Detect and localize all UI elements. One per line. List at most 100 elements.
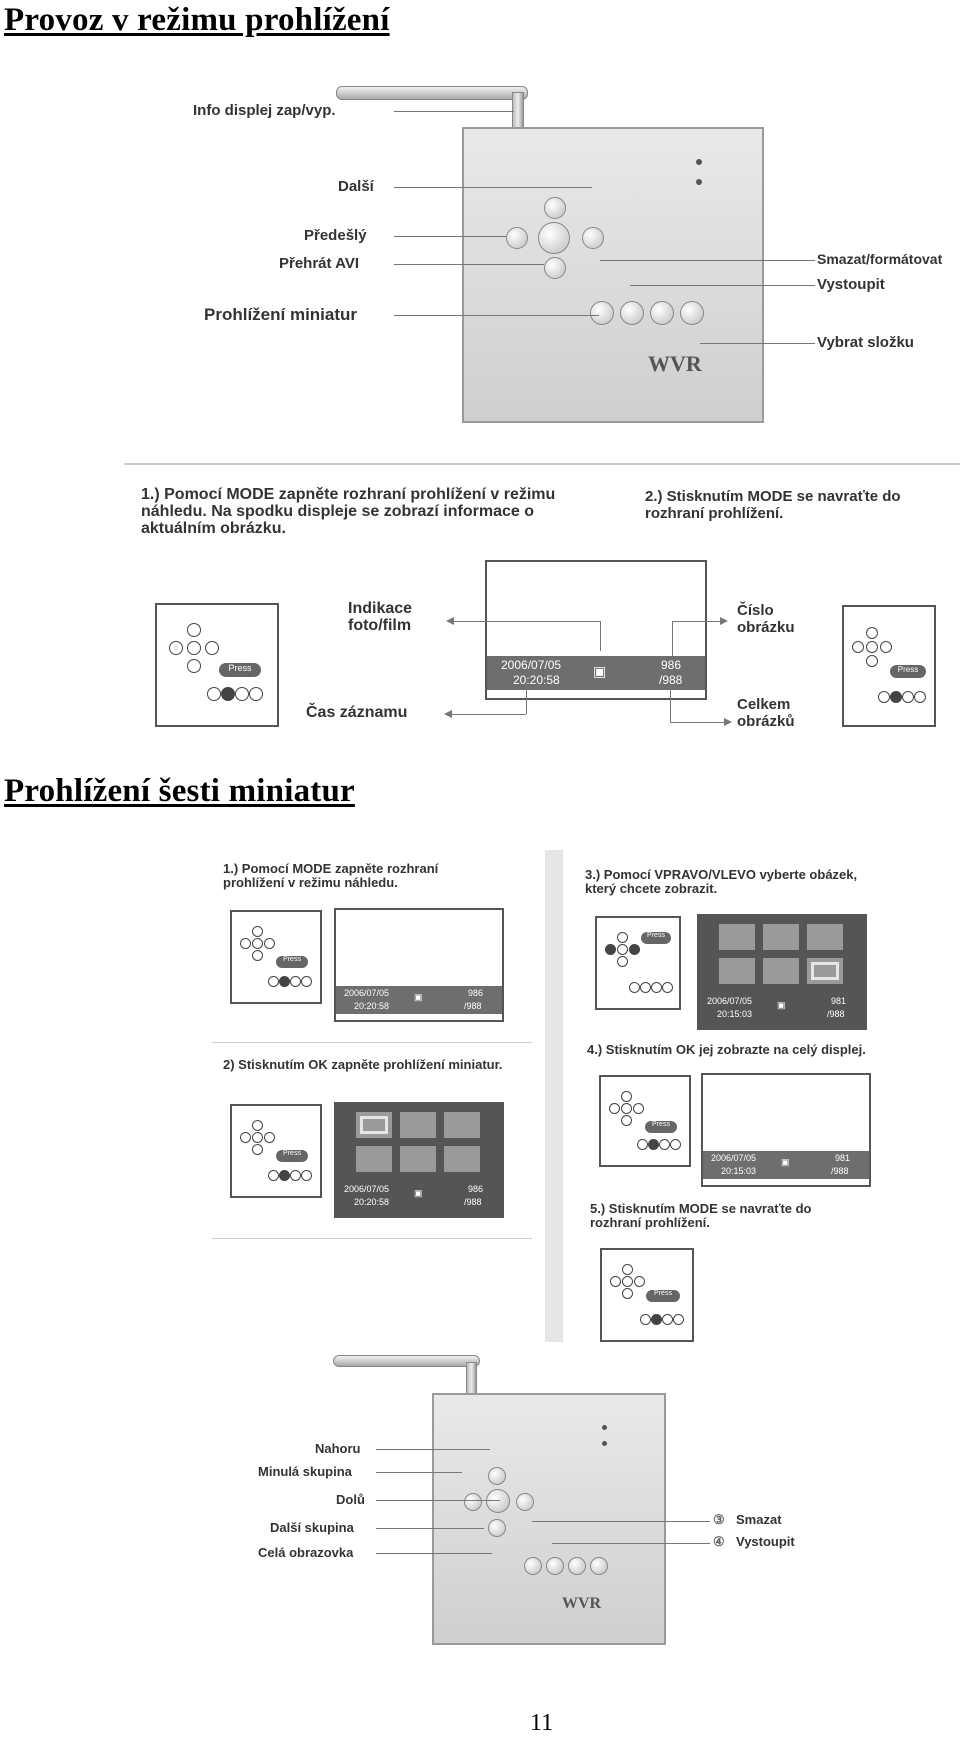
leader-up	[376, 1449, 490, 1450]
leader-next	[394, 187, 592, 188]
prev-button[interactable]	[506, 227, 528, 249]
pad-left	[169, 641, 183, 655]
picture-total: /988	[831, 1166, 849, 1176]
callout-picture-number: Číslo obrázku	[737, 602, 795, 636]
pad-left	[240, 1132, 251, 1143]
btn3	[235, 687, 249, 701]
btn1	[878, 691, 890, 703]
device-body: WVR	[462, 127, 764, 423]
delete-button[interactable]	[650, 301, 674, 325]
pad-left-pressed	[605, 944, 616, 955]
screen-step4-full: 2006/07/05 20:15:03 ▣ 981 /988	[701, 1073, 871, 1187]
divider-left-2	[212, 1238, 532, 1239]
pad-up	[866, 627, 878, 639]
label-thumbnails: Prohlížení miniatur	[204, 305, 358, 324]
vertical-divider	[545, 850, 563, 1342]
step2-text: 2) Stisknutím OK zapněte prohlížení mini…	[223, 1057, 503, 1072]
camera-icon: ▣	[593, 663, 607, 679]
leader-picno	[672, 621, 720, 622]
press-badge: Press	[646, 1290, 680, 1302]
leader-mode-ind-v	[600, 621, 601, 651]
picture-number: 981	[831, 996, 847, 1006]
circled-4: ④	[713, 1534, 725, 1549]
pad-right-pressed	[629, 944, 640, 955]
picture-total: /988	[464, 1197, 482, 1207]
control-pad-diagram-right: Press	[842, 605, 936, 727]
step4-text: 4.) Stisknutím OK jej zobrazte na celý d…	[587, 1042, 866, 1057]
step1-text: 1.) Pomocí MODE zapněte rozhraní prohlíž…	[141, 486, 556, 537]
pad-center	[252, 1132, 263, 1143]
pad-step4: Press	[599, 1075, 691, 1167]
leader-prev-group	[376, 1472, 462, 1473]
btn3	[662, 1314, 673, 1325]
delete-button[interactable]	[568, 1557, 586, 1575]
date: 2006/07/05	[707, 996, 753, 1006]
pad-right	[264, 1132, 275, 1143]
play-avi-button[interactable]	[544, 257, 566, 279]
antenna	[333, 1355, 480, 1367]
picture-number: 986	[468, 1184, 484, 1194]
btn1	[207, 687, 221, 701]
step5-text: 5.) Stisknutím MODE se navraťte do rozhr…	[590, 1201, 812, 1230]
time: 20:20:58	[354, 1197, 390, 1207]
menu-button[interactable]	[590, 301, 614, 325]
wvr-logo: WVR	[562, 1595, 602, 1612]
label-info-display: Info displej zap/vyp.	[193, 102, 336, 119]
pad-up	[617, 932, 628, 943]
pad-right	[634, 1276, 645, 1287]
down-button[interactable]	[488, 1519, 506, 1537]
up-button[interactable]	[488, 1467, 506, 1485]
step3-text: 3.) Pomocí VPRAVO/VLEVO vyberte obázek, …	[585, 867, 858, 896]
ok-button[interactable]	[538, 222, 570, 254]
pad-center	[252, 938, 263, 949]
pad-down	[866, 655, 878, 667]
camera-icon: ▣	[414, 992, 423, 1002]
time: 20:20:58	[513, 673, 560, 687]
pad-step3: Press	[595, 916, 681, 1010]
right-button[interactable]	[516, 1493, 534, 1511]
divider	[124, 463, 960, 465]
left-button[interactable]	[464, 1493, 482, 1511]
leader-full-screen	[376, 1553, 492, 1554]
btn4	[673, 1314, 684, 1325]
pad-up	[252, 1120, 263, 1131]
callout-picture-total: Celkem obrázků	[737, 696, 795, 730]
time: 20:15:03	[717, 1009, 753, 1019]
pad-center	[622, 1276, 633, 1287]
pad-right	[205, 641, 219, 655]
thumb-6-selected	[807, 958, 843, 984]
leader-total-v	[670, 684, 671, 722]
exit-button[interactable]	[590, 1557, 608, 1575]
btn4	[301, 1170, 312, 1181]
menu-button[interactable]	[524, 1557, 542, 1575]
antenna-stem	[466, 1362, 477, 1396]
label-up: Nahoru	[315, 1441, 361, 1456]
btn2	[648, 1139, 659, 1150]
pad-step5: Press	[600, 1248, 694, 1342]
thumb-3	[807, 924, 843, 950]
mode-button[interactable]	[620, 301, 644, 325]
ok-button[interactable]	[486, 1489, 510, 1513]
pad-up	[187, 623, 201, 637]
btn2	[640, 982, 651, 993]
exit-button[interactable]	[680, 301, 704, 325]
press-badge: Press	[276, 956, 308, 968]
right-button[interactable]	[582, 227, 604, 249]
mode-button[interactable]	[546, 1557, 564, 1575]
step2-text: 2.) Stisknutím MODE se navraťte do rozhr…	[645, 488, 901, 522]
arrow-right-2	[724, 718, 732, 726]
pad-left	[610, 1276, 621, 1287]
next-button[interactable]	[544, 197, 566, 219]
leader-previous	[394, 236, 506, 237]
thumb-2	[763, 924, 799, 950]
date: 2006/07/05	[344, 1184, 390, 1194]
step1-text: 1.) Pomocí MODE zapněte rozhraní prohlíž…	[223, 861, 439, 890]
leader-time	[452, 714, 526, 715]
pad-left	[609, 1103, 620, 1114]
label-delete: Smazat	[736, 1512, 782, 1527]
leader-delete	[600, 260, 815, 261]
power-led	[696, 159, 702, 165]
pad-down	[252, 950, 263, 961]
btn2	[279, 1170, 290, 1181]
thumb-3	[444, 1112, 480, 1138]
